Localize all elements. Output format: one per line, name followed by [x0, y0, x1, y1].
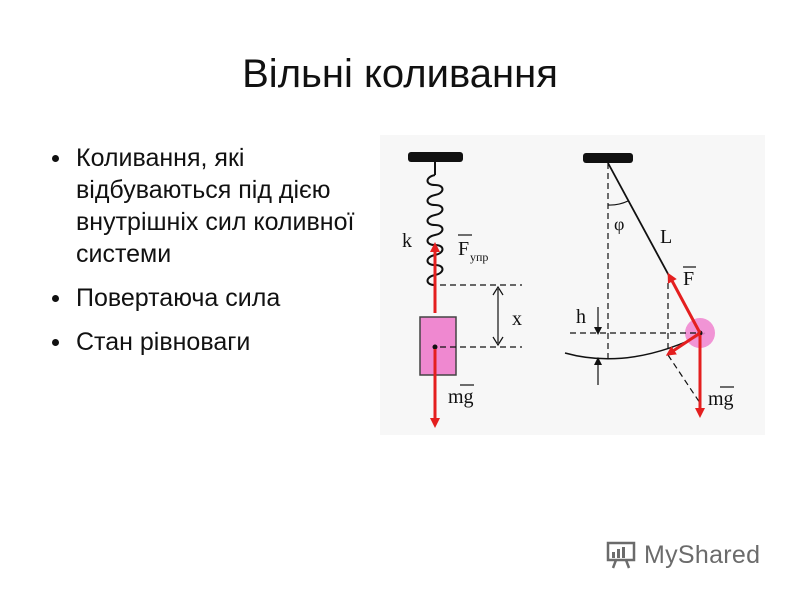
bullet-dot [52, 339, 59, 346]
presentation-board-icon [606, 541, 636, 569]
pendulum-weight-label: mg [708, 388, 734, 410]
bullet-item: Коливання, які відбуваються під дією вну… [48, 142, 388, 270]
bullet-text: Коливання, які відбуваються під дією вну… [76, 144, 355, 268]
spring-coil [426, 174, 444, 300]
bullet-text: Повертаюча сила [76, 284, 281, 312]
angle-arc [607, 200, 629, 206]
spring-weight-label: mg [448, 386, 474, 408]
displacement-arrow-up [492, 285, 504, 296]
spring-pendulum: k F упр x mg [402, 152, 522, 428]
math-pendulum: φ L h F mg [564, 153, 734, 418]
height-label: h [576, 306, 586, 328]
length-label: L [660, 226, 672, 248]
bullet-item: Повертаюча сила [48, 282, 388, 314]
pendulum-force-label: F [683, 268, 694, 290]
oscillation-figure: k F упр x mg φ L [380, 135, 765, 435]
bullet-dot [52, 155, 59, 162]
spring-constant-label: k [402, 230, 412, 252]
bullet-dot [52, 295, 59, 302]
brand-name: MyShared [644, 540, 761, 569]
tension-force-arrow [667, 272, 702, 334]
mass-center-dot [432, 344, 438, 350]
pendulum-mount [583, 153, 633, 163]
displacement-label: x [512, 308, 522, 330]
displacement-arrow-down [492, 336, 504, 347]
spring-mount [408, 152, 463, 162]
spring-mass-block [419, 316, 457, 376]
elastic-force-label: F [458, 238, 469, 260]
restoring-force-arrow [665, 331, 701, 356]
slide-title: Вільні коливання [242, 52, 558, 96]
bullet-item: Стан рівноваги [48, 326, 388, 358]
elastic-force-subscript: упр [470, 250, 488, 264]
bullet-list: Коливання, які відбуваються під дією вну… [48, 142, 388, 370]
bullet-text: Стан рівноваги [76, 328, 251, 356]
brand-watermark[interactable]: MyShared [606, 535, 760, 575]
angle-label: φ [614, 214, 624, 234]
